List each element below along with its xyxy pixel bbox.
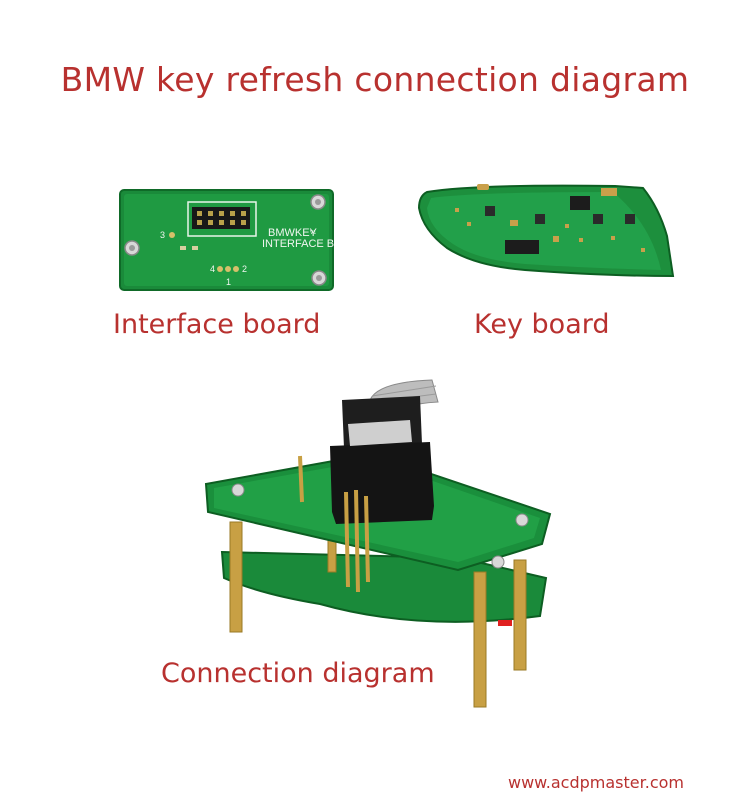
page-title: BMW key refresh connection diagram: [60, 60, 690, 99]
key-board-label: Key board: [474, 309, 610, 340]
connection-diagram-image: [204, 379, 552, 708]
silkscreen-interface-b: INTERFACE B: [262, 238, 334, 250]
pin-label-3: 3: [160, 230, 165, 240]
pin-label-2: 2: [242, 264, 247, 274]
silkscreen-version: V1: [310, 230, 316, 236]
website-watermark: www.acdpmaster.com: [508, 773, 684, 792]
connection-diagram-label: Connection diagram: [161, 658, 435, 689]
pin-label-1: 1: [226, 277, 231, 287]
silkscreen-bmwkey: BMWKEY: [268, 227, 318, 239]
pin-label-4: 4: [210, 264, 215, 274]
interface-board-label: Interface board: [113, 309, 321, 340]
key-board-image: [417, 184, 675, 278]
interface-board-image: BMWKEY INTERFACE B V1 3 4 2 1: [119, 189, 334, 291]
